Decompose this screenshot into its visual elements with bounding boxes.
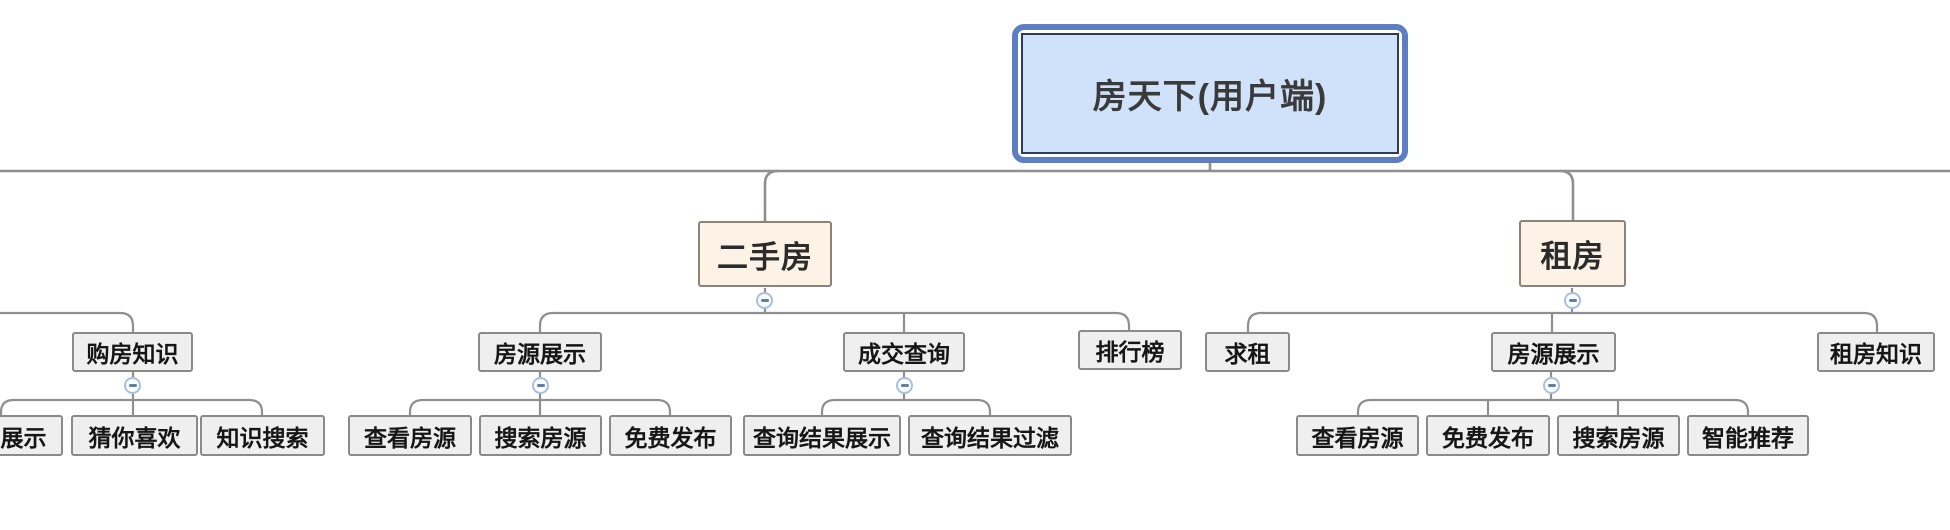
connector-drop-ershoufang <box>763 169 779 221</box>
collapse-icon-goufangzhishi[interactable] <box>124 377 141 394</box>
node-chaxunjieguoguolv-label: 查询结果过滤 <box>921 424 1059 451</box>
node-chakanfangyuan-esf[interactable]: 查看房源 <box>348 415 472 456</box>
node-qiuzu-label: 求租 <box>1224 341 1271 367</box>
root-node-label: 房天下(用户端) <box>1092 78 1328 116</box>
node-cainixihuan[interactable]: 猜你喜欢 <box>71 415 198 456</box>
node-fangyuanzhanshi-zf-label: 房源展示 <box>1507 341 1600 367</box>
node-ershoufang[interactable]: 二手房 <box>698 221 832 287</box>
collapse-icon-zufang[interactable] <box>1564 292 1581 309</box>
node-chengjiaochaxun-label: 成交查询 <box>858 341 950 367</box>
minus-glyph <box>536 384 545 387</box>
connector-rail-ershoufang <box>538 311 1131 332</box>
node-mianfeifabu-esf-label: 免费发布 <box>624 424 717 451</box>
node-fangyuanzhanshi-zf[interactable]: 房源展示 <box>1491 332 1616 372</box>
node-chakanfangyuan-esf-label: 查看房源 <box>364 424 456 451</box>
node-sousuofangyuan-esf-label: 搜索房源 <box>494 424 587 451</box>
node-qiuzu[interactable]: 求租 <box>1205 332 1290 372</box>
node-goufangzhishi-label: 购房知识 <box>86 341 179 367</box>
node-fangyuanzhanshi-esf-label: 房源展示 <box>494 341 586 367</box>
node-sousuofangyuan-esf[interactable]: 搜索房源 <box>479 415 602 456</box>
node-chaxunjieguozhanshi-label: 查询结果展示 <box>753 424 891 451</box>
minus-glyph <box>1547 384 1556 387</box>
minus-glyph <box>760 299 769 302</box>
node-sousuofangyuan-zf-label: 搜索房源 <box>1572 424 1665 451</box>
minus-glyph <box>128 384 137 387</box>
node-goufangzhishi[interactable]: 购房知识 <box>72 332 193 372</box>
node-paihangbang-label: 排行榜 <box>1095 339 1165 365</box>
connector-rail-offscreen-left <box>0 311 135 332</box>
node-paihangbang[interactable]: 排行榜 <box>1078 330 1182 370</box>
connector-rail-chengjiaochaxun <box>820 398 992 415</box>
root-node-body: 房天下(用户端) <box>1021 33 1399 154</box>
connector-rail-fangyuanzhanshi-esf <box>408 398 672 415</box>
node-zhinengtuijian-label: 智能推荐 <box>1702 424 1794 451</box>
node-fangyuanzhanshi-esf[interactable]: 房源展示 <box>478 332 602 372</box>
node-zhinengtuijian[interactable]: 智能推荐 <box>1687 415 1809 456</box>
node-chaxunjieguoguolv[interactable]: 查询结果过滤 <box>908 415 1072 456</box>
node-mianfeifabu-zf-label: 免费发布 <box>1442 424 1534 451</box>
minus-glyph <box>1568 299 1577 302</box>
connector-rail-fangyuanzhanshi-zf <box>1356 398 1750 415</box>
node-mianfeifabu-esf[interactable]: 免费发布 <box>609 415 732 456</box>
node-zufangzhishi[interactable]: 租房知识 <box>1817 332 1935 372</box>
minus-glyph <box>900 384 909 387</box>
connector-rail-zufang <box>1246 311 1879 332</box>
node-cainixihuan-label: 猜你喜欢 <box>88 424 181 451</box>
node-chengjiaochaxun[interactable]: 成交查询 <box>843 332 965 372</box>
node-zufang-label: 租房 <box>1540 239 1605 274</box>
node-sousuofangyuan-zf[interactable]: 搜索房源 <box>1557 415 1680 456</box>
collapse-icon-fangyuanzhanshi-esf[interactable] <box>532 377 549 394</box>
node-chaxunjieguozhanshi[interactable]: 查询结果展示 <box>743 415 901 456</box>
collapse-icon-fangyuanzhanshi-zf[interactable] <box>1543 377 1560 394</box>
connector-drop-zufang <box>1559 169 1575 220</box>
collapse-icon-chengjiaochaxun[interactable] <box>896 377 913 394</box>
node-chakanfangyuan-zf-label: 查看房源 <box>1311 424 1404 451</box>
node-zhishisousuo[interactable]: 知识搜索 <box>200 415 325 456</box>
node-ershoufang-label: 二手房 <box>717 239 813 275</box>
node-chakanfangyuan-zf[interactable]: 查看房源 <box>1296 415 1419 456</box>
connector-rail-goufangzhishi <box>0 398 264 415</box>
node-zufang[interactable]: 租房 <box>1519 220 1626 287</box>
node-zufangzhishi-label: 租房知识 <box>1830 341 1922 367</box>
node-zhishisousuo-label: 知识搜索 <box>216 424 309 451</box>
root-node[interactable]: 房天下(用户端) <box>1012 24 1408 163</box>
collapse-icon-ershoufang[interactable] <box>756 292 773 309</box>
node-mianfeifabu-zf[interactable]: 免费发布 <box>1426 415 1550 456</box>
